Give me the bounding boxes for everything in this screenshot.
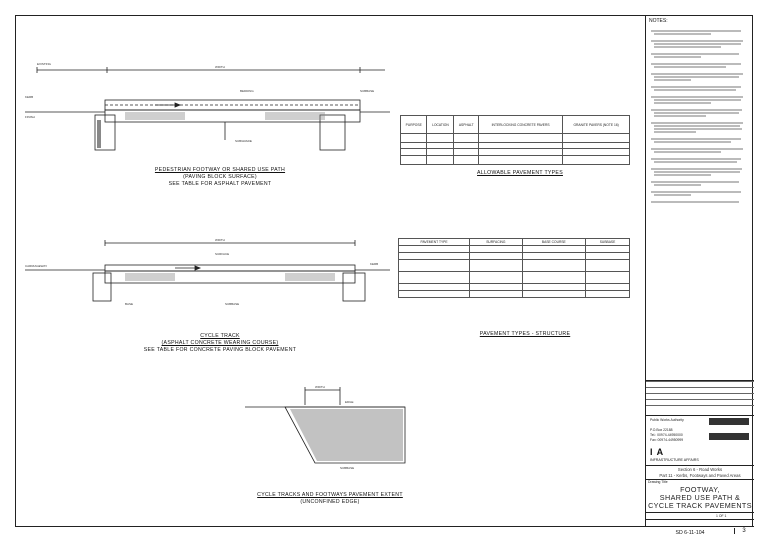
- secondary-logo-icon: [709, 433, 749, 440]
- structure-caption-title: PAVEMENT TYPES - STRUCTURE: [479, 331, 571, 337]
- svg-text:EXISTING: EXISTING: [37, 62, 52, 66]
- extent-caption-title: CYCLE TRACKS AND FOOTWAYS PAVEMENT EXTEN…: [257, 492, 403, 498]
- revision-row: [646, 393, 754, 400]
- svg-text:EDGE: EDGE: [345, 400, 354, 404]
- svg-text:WIDTH: WIDTH: [215, 65, 225, 69]
- title-block: NOTES: Public Works Authority P.O.Box 22…: [645, 15, 754, 536]
- drawing-title-line-1: FOOTWAY,: [680, 485, 720, 494]
- structure-header-base-course: BASE COURSE: [521, 238, 587, 246]
- revision-row: [646, 381, 754, 388]
- notes-heading: NOTES:: [649, 18, 668, 24]
- authority-name: Public Works Authority: [650, 418, 684, 422]
- revision-number: 3: [734, 528, 753, 534]
- structure-header-subbase: SUBBASE: [585, 238, 630, 246]
- allowable-header-asphalt: ASPHALT: [453, 115, 480, 134]
- revision-table-top: [646, 380, 754, 381]
- authority-logo-icon: [709, 418, 749, 425]
- allowable-caption-title: ALLOWABLE PAVEMENT TYPES: [477, 170, 563, 176]
- cycle-track-caption: CYCLE TRACK (ASPHALT CONCRETE WEARING CO…: [110, 333, 330, 354]
- revision-row: [646, 399, 754, 406]
- cycle-track-caption-title: CYCLE TRACK: [200, 333, 240, 339]
- svg-text:BASE: BASE: [125, 302, 133, 306]
- pavement-structure-table: PAVEMENT TYPE SURFACING BASE COURSE SUBB…: [397, 238, 630, 298]
- pavement-extent-drawing: WIDTH EDGE SUBBASE: [245, 385, 406, 470]
- part-label: Part 11 - Kerbs, Footways and Paved Area…: [659, 473, 741, 478]
- allowable-pavement-types-table: PURPOSE LOCATION ASPHALT INTERLOCKING CO…: [399, 115, 630, 165]
- revision-row: [646, 387, 754, 394]
- drawing-sheet-border: [15, 15, 753, 527]
- telephone: Tel.: 00974-44950000: [650, 433, 683, 437]
- allowable-header-purpose: PURPOSE: [399, 115, 428, 134]
- cycle-track-section-drawing: WIDTH CARRIAGEWAY KERB SURFACE BASE SUBB…: [25, 238, 390, 306]
- svg-text:SUBBASE: SUBBASE: [340, 466, 354, 470]
- allowable-header-concrete-pavers: INTERLOCKING CONCRETE PAVERS: [478, 115, 564, 134]
- svg-text:KERB: KERB: [25, 95, 33, 99]
- drawing-title-line-3: CYCLE TRACK PAVEMENTS: [648, 501, 752, 510]
- drawing-number: SD 6-11-104: [675, 530, 705, 536]
- svg-text:SUBGRADE: SUBGRADE: [235, 139, 252, 143]
- svg-text:SUBBASE: SUBBASE: [360, 89, 374, 93]
- section-label: Section 6 - Road Works: [677, 467, 723, 472]
- po-box: P.O.Box 22188: [650, 428, 673, 432]
- ia-logo-subtitle: INFRASTRUCTURE AFFAIRS: [650, 458, 699, 462]
- svg-text:CARRIAGEWAY: CARRIAGEWAY: [25, 264, 47, 268]
- sheet-count: 1 OF 1: [716, 514, 727, 518]
- ia-logo: I A: [650, 447, 665, 457]
- sheet-divider: [646, 512, 754, 513]
- pedestrian-caption: PEDESTRIAN FOOTWAY OR SHARED USE PATH (P…: [120, 167, 320, 188]
- pedestrian-caption-title: PEDESTRIAN FOOTWAY OR SHARED USE PATH: [154, 167, 286, 173]
- svg-text:SUBBASE: SUBBASE: [225, 302, 239, 306]
- svg-text:BEDDING: BEDDING: [240, 89, 254, 93]
- allowable-header-granite-pavers: GRANITE PAVERS (NOTE 16): [562, 115, 630, 134]
- sheet-divider-2: [646, 519, 754, 520]
- svg-text:WIDTH: WIDTH: [315, 385, 325, 389]
- cycle-track-caption-subtitle: (ASPHALT CONCRETE WEARING COURSE): [161, 340, 279, 346]
- revision-row: [646, 405, 754, 412]
- pedestrian-footway-section-drawing: EXISTING WIDTH KERB BEDDING SUBBASE SUBG…: [25, 62, 390, 151]
- structure-caption: PAVEMENT TYPES - STRUCTURE: [450, 331, 600, 338]
- svg-text:KERB: KERB: [370, 262, 378, 266]
- drawing-title-label: Drawing Title: [648, 480, 668, 484]
- fax: Fax: 00974-44950999: [650, 438, 684, 442]
- allowable-header-location: LOCATION: [426, 115, 455, 134]
- pedestrian-caption-note: SEE TABLE FOR ASPHALT PAVEMENT: [168, 181, 272, 187]
- extent-caption-subtitle: (UNCONFINED EDGE): [300, 499, 360, 505]
- notes-text-lines: [651, 30, 743, 203]
- drawing-title-line-2: SHARED USE PATH &: [659, 493, 741, 502]
- cycle-track-caption-note: SEE TABLE FOR CONCRETE PAVING BLOCK PAVE…: [143, 347, 297, 353]
- drawing-title: FOOTWAY, SHARED USE PATH & CYCLE TRACK P…: [646, 486, 754, 510]
- section-divider: [646, 465, 754, 466]
- allowable-caption: ALLOWABLE PAVEMENT TYPES: [450, 170, 590, 177]
- svg-text:FINISH: FINISH: [25, 115, 35, 119]
- drawing-number-divider: [646, 526, 754, 527]
- svg-text:WIDTH: WIDTH: [215, 238, 225, 242]
- extent-caption: CYCLE TRACKS AND FOOTWAYS PAVEMENT EXTEN…: [230, 492, 430, 506]
- svg-text:SURFACE: SURFACE: [215, 252, 229, 256]
- structure-header-pavement-type: PAVEMENT TYPE: [397, 238, 471, 246]
- structure-header-surfacing: SURFACING: [469, 238, 523, 246]
- pedestrian-caption-subtitle: (PAVING BLOCK SURFACE): [183, 174, 257, 180]
- drawing-title-divider: [646, 479, 754, 480]
- authority-divider: [646, 415, 754, 416]
